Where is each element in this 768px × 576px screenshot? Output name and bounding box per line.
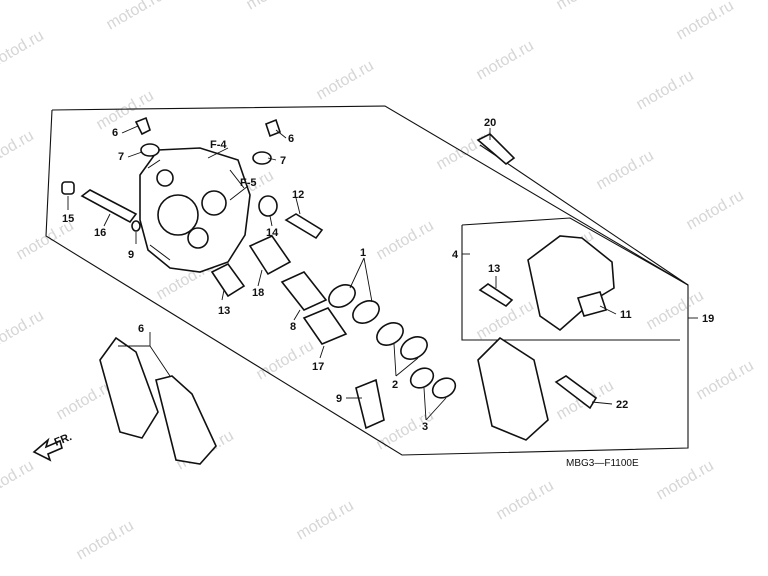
callout-22: 22 xyxy=(616,399,628,411)
watermark-text-28: motod.ru xyxy=(694,357,757,403)
callout-15: 14 xyxy=(266,227,279,239)
callout-14: 13 xyxy=(218,305,230,317)
sleeve-parts xyxy=(210,195,324,298)
watermark-text-0: motod.ru xyxy=(0,27,47,73)
caliper-body xyxy=(139,147,251,273)
watermark-text-14: motod.ru xyxy=(594,147,657,193)
callout-2: 2 xyxy=(392,379,398,391)
watermark-text-32: motod.ru xyxy=(654,457,717,503)
callout-9: 9 xyxy=(336,393,342,405)
callout-18: 17 xyxy=(312,361,324,373)
callout-17: 16 xyxy=(94,227,106,239)
callout-7-right: 7 xyxy=(280,155,286,167)
front-direction-arrow xyxy=(32,437,63,462)
callout-19: 18 xyxy=(252,287,264,299)
watermark-text-31: motod.ru xyxy=(494,477,557,523)
callout-20: 19 xyxy=(702,313,714,325)
callout-6-pads: 6 xyxy=(138,323,144,335)
watermark-text-24: motod.ru xyxy=(0,457,37,503)
pistons xyxy=(280,271,348,345)
callout-11: 11 xyxy=(620,309,632,321)
watermark-layer: motod.ru motod.ru motod.ru motod.ru motod.ru… xyxy=(0,0,757,563)
diagram-code: MBG3—F1100E xyxy=(566,458,639,469)
pad-spring xyxy=(355,378,385,430)
callout-8: 8 xyxy=(290,321,296,333)
watermark-text-21: motod.ru xyxy=(254,337,317,383)
bracket-subframe-lower xyxy=(461,225,680,341)
assembly-frame xyxy=(45,105,689,456)
callout-12: 12 xyxy=(292,189,304,201)
callout-4: 4 xyxy=(452,249,459,261)
label-layer: 6 7 6 7 F-4 F-5 12 14 15 16 9 18 13 1 8 … xyxy=(53,117,715,469)
bracket-cover xyxy=(476,133,598,441)
watermark-text-5: motod.ru xyxy=(674,0,737,43)
watermark-text-4: motod.ru xyxy=(554,0,617,13)
watermark-text-19: motod.ru xyxy=(684,187,747,233)
bleeder-parts xyxy=(134,116,281,165)
front-label: FR. xyxy=(53,431,74,449)
watermark-text-15: motod.ru xyxy=(0,307,47,353)
watermark-text-2: motod.ru xyxy=(244,0,307,13)
callout-21: 20 xyxy=(484,117,496,129)
watermark-text-3: motod.ru xyxy=(394,0,457,3)
watermark-text-6: motod.ru xyxy=(0,127,37,173)
bolt-guide-line xyxy=(479,144,689,286)
ref-f5: F-5 xyxy=(240,177,257,189)
ref-f4: F-4 xyxy=(210,139,227,151)
leader-lines xyxy=(67,125,698,421)
watermark-text-9: motod.ru xyxy=(474,37,537,83)
callout-3: 3 xyxy=(422,421,428,433)
watermark-text-23: motod.ru xyxy=(644,287,707,333)
callout-10: 9 xyxy=(128,249,134,261)
slide-pin-parts xyxy=(61,181,141,232)
callout-16: 15 xyxy=(62,213,74,225)
watermark-text-30: motod.ru xyxy=(294,497,357,543)
assembly-outline xyxy=(45,105,689,456)
caliper-bracket xyxy=(478,235,615,332)
watermark-text-10: motod.ru xyxy=(634,67,697,113)
callout-7-left: 7 xyxy=(118,151,124,163)
brake-pads xyxy=(99,336,217,465)
watermark-text-29: motod.ru xyxy=(74,517,137,563)
watermark-text-1: motod.ru xyxy=(104,0,167,33)
callout-13: 13 xyxy=(488,263,500,275)
callout-6-top: 6 xyxy=(112,127,118,139)
piston-seals xyxy=(328,284,457,399)
watermark-text-8: motod.ru xyxy=(314,57,377,103)
watermark-text-17: motod.ru xyxy=(374,217,437,263)
bracket-subframe xyxy=(461,217,689,286)
callout-1: 1 xyxy=(360,247,366,259)
callout-6-right: 6 xyxy=(288,133,294,145)
